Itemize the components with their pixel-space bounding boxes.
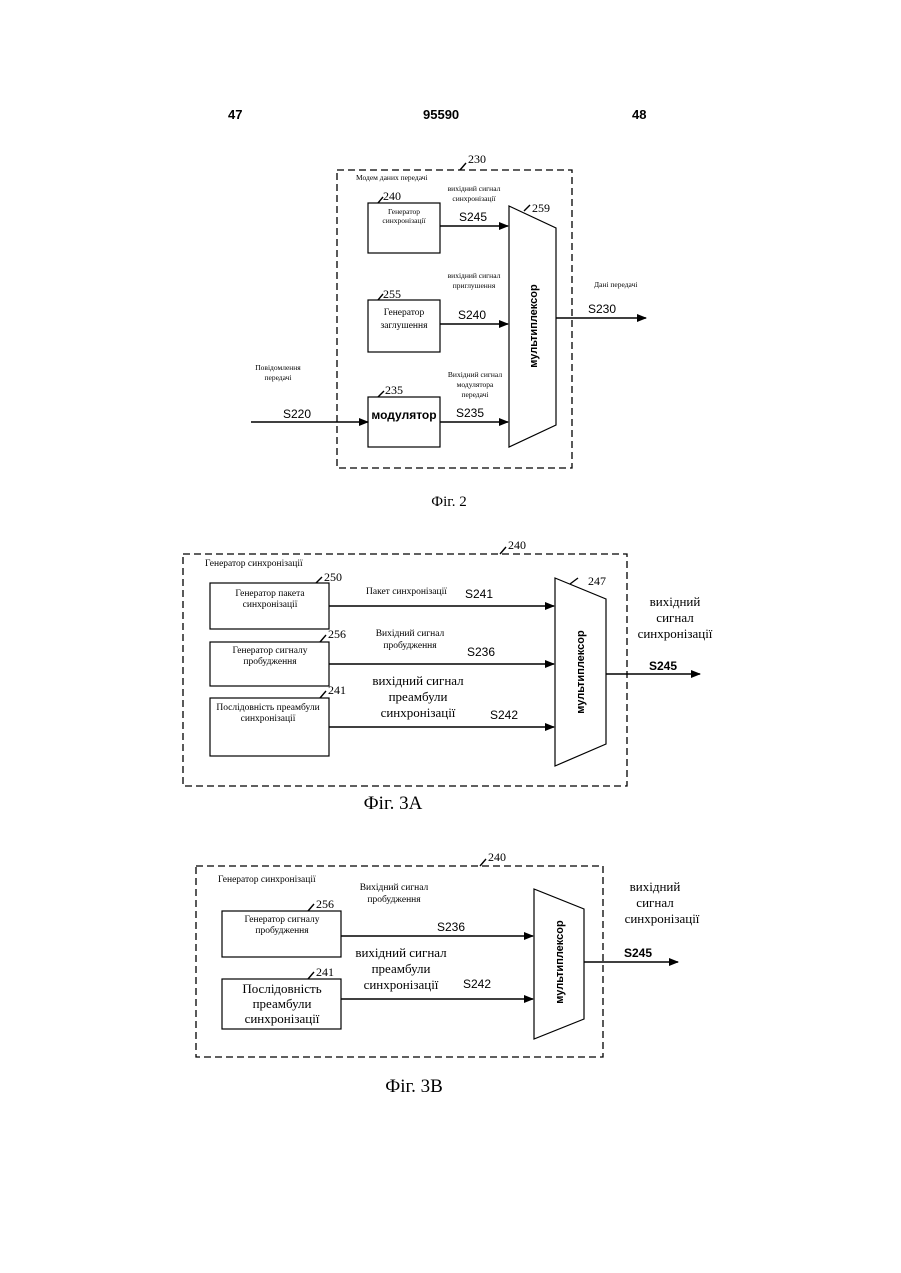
fig3b-frame-label: Генератор синхронізації — [218, 875, 316, 885]
fig3b-wake-output-label-2: пробудження — [367, 894, 421, 905]
fig3b-preamble-output-label-1: вихідний сигнал — [355, 945, 447, 960]
fig3b-signal-s242: S242 — [463, 977, 491, 991]
fig3a-preamble-label-2: синхронізації — [241, 714, 296, 724]
figure-3a: 240 Генератор синхронізації 250 Генерато… — [183, 538, 713, 814]
fig3b-output-label-2: сигнал — [636, 895, 674, 910]
fig3a-packet-output-label: Пакет синхронізації — [366, 587, 447, 597]
fig2-mute-generator-label-1: Генератор — [384, 308, 425, 318]
fig3a-signal-s245: S245 — [649, 659, 677, 673]
fig2-mux-ref-leader — [524, 205, 530, 211]
fig2-signal-s245: S245 — [459, 210, 487, 224]
fig3a-wake-ref-leader — [320, 635, 326, 642]
fig3b-wake-output-label-1: Вихідний сигнал — [360, 882, 429, 893]
fig3b-wake-generator-label-1: Генератор сигналу — [245, 915, 320, 925]
fig2-mute-output-label-2: приглушення — [453, 281, 496, 290]
fig3a-wake-output-label-1: Вихідний сигнал — [376, 628, 445, 639]
fig3b-preamble-ref: 241 — [316, 965, 334, 979]
fig2-mod-output-label-1: Вихідний сигнал — [448, 370, 502, 379]
fig3b-frame-ref-leader — [480, 859, 486, 866]
fig3b-wake-generator-label-2: пробудження — [255, 925, 309, 936]
fig2-caption: Фіг. 2 — [431, 494, 466, 510]
fig3b-frame-ref: 240 — [488, 850, 506, 864]
fig2-mute-generator-ref: 255 — [383, 287, 401, 301]
fig3b-wake-generator-ref: 256 — [316, 897, 334, 911]
fig2-sync-output-label-1: вихідний сигнал — [448, 184, 501, 193]
fig2-input-label-2: передачі — [264, 373, 291, 382]
fig3a-packet-generator-label-1: Генератор пакета — [235, 589, 305, 599]
fig3b-wake-ref-leader — [308, 904, 314, 911]
fig2-frame-label: Модем даних передачі — [356, 173, 428, 182]
fig2-mute-output-label-1: вихідний сигнал — [448, 271, 501, 280]
fig3b-preamble-label-2: преамбули — [253, 996, 312, 1011]
fig2-modulator-ref-leader — [378, 391, 384, 397]
fig3a-frame-ref-leader — [500, 547, 506, 554]
fig3b-preamble-output-label-2: преамбули — [372, 961, 431, 976]
fig3b-preamble-ref-leader — [308, 972, 314, 979]
fig3b-signal-s245: S245 — [624, 946, 652, 960]
fig3b-output-label-3: синхронізації — [625, 911, 700, 926]
fig3a-preamble-output-label-3: синхронізації — [381, 705, 456, 720]
fig2-input-label-1: Повідомлення — [255, 363, 301, 372]
fig3a-preamble-ref-leader — [320, 691, 326, 698]
fig2-output-label: Дані передачі — [594, 280, 637, 289]
fig3a-mux-ref-leader — [570, 578, 578, 584]
figure-3b: 240 Генератор синхронізації Вихідний сиг… — [196, 850, 700, 1097]
fig3a-wake-generator-ref: 256 — [328, 627, 346, 641]
fig2-signal-s235: S235 — [456, 406, 484, 420]
fig3a-preamble-ref: 241 — [328, 683, 346, 697]
fig2-signal-s220: S220 — [283, 407, 311, 421]
fig3a-frame-label: Генератор синхронізації — [205, 559, 303, 569]
fig3a-signal-s242: S242 — [490, 708, 518, 722]
fig2-frame-ref-leader — [460, 163, 466, 170]
fig3b-signal-s236: S236 — [437, 920, 465, 934]
fig3b-preamble-output-label-3: синхронізації — [364, 977, 439, 992]
page-number-right: 48 — [632, 107, 646, 122]
fig3a-wake-output-label-2: пробудження — [383, 640, 437, 651]
fig3a-signal-s241: S241 — [465, 587, 493, 601]
fig3a-preamble-label-1: Послідовність преамбули — [216, 702, 319, 713]
fig3a-multiplexer-label: мультиплексор — [575, 630, 587, 714]
fig3b-multiplexer-label: мультиплексор — [554, 920, 566, 1004]
figure-2: 230 Модем даних передачі 240 Генератор с… — [251, 152, 646, 510]
page-number-left: 47 — [228, 107, 242, 122]
fig2-mod-output-label-3: передачі — [461, 390, 488, 399]
fig3a-output-label-2: сигнал — [656, 610, 694, 625]
fig3b-preamble-label-3: синхронізації — [245, 1011, 320, 1026]
fig2-sync-generator-label-2: синхронізації — [382, 216, 426, 225]
fig2-modulator-ref: 235 — [385, 383, 403, 397]
fig2-signal-s230: S230 — [588, 302, 616, 316]
fig3a-packet-generator-ref: 250 — [324, 570, 342, 584]
fig3a-signal-s236: S236 — [467, 645, 495, 659]
fig3a-preamble-output-label-2: преамбули — [389, 689, 448, 704]
patent-number: 95590 — [423, 107, 459, 122]
fig3b-preamble-label-1: Послідовність — [242, 981, 321, 996]
fig3a-caption: Фіг. 3A — [364, 793, 423, 814]
fig3a-frame-ref: 240 — [508, 538, 526, 552]
fig3a-packet-ref-leader — [316, 577, 322, 583]
fig2-modulator-label: модулятор — [371, 408, 436, 422]
fig3a-packet-generator-label-2: синхронізації — [243, 600, 298, 610]
fig3a-multiplexer-ref: 247 — [588, 574, 606, 588]
fig2-modulator-box — [368, 397, 440, 447]
fig3a-output-label-3: синхронізації — [638, 626, 713, 641]
fig2-multiplexer-ref: 259 — [532, 201, 550, 215]
fig2-sync-generator-ref: 240 — [383, 189, 401, 203]
fig2-signal-s240: S240 — [458, 308, 486, 322]
fig3a-preamble-output-label-1: вихідний сигнал — [372, 673, 464, 688]
fig3a-output-label-1: вихідний — [650, 594, 701, 609]
fig2-sync-generator-label-1: Генератор — [388, 207, 420, 216]
fig3a-wake-generator-label-2: пробудження — [243, 656, 297, 667]
fig2-mod-output-label-2: модулятора — [457, 380, 494, 389]
fig3b-caption: Фіг. 3B — [385, 1076, 443, 1097]
fig2-sync-output-label-2: синхронізації — [452, 194, 496, 203]
fig2-frame-ref: 230 — [468, 152, 486, 166]
fig2-mute-generator-label-2: заглушення — [381, 321, 429, 331]
fig2-multiplexer-label: мультиплексор — [528, 284, 540, 368]
fig3b-output-label-1: вихідний — [630, 879, 681, 894]
fig3a-wake-generator-label-1: Генератор сигналу — [233, 646, 308, 656]
